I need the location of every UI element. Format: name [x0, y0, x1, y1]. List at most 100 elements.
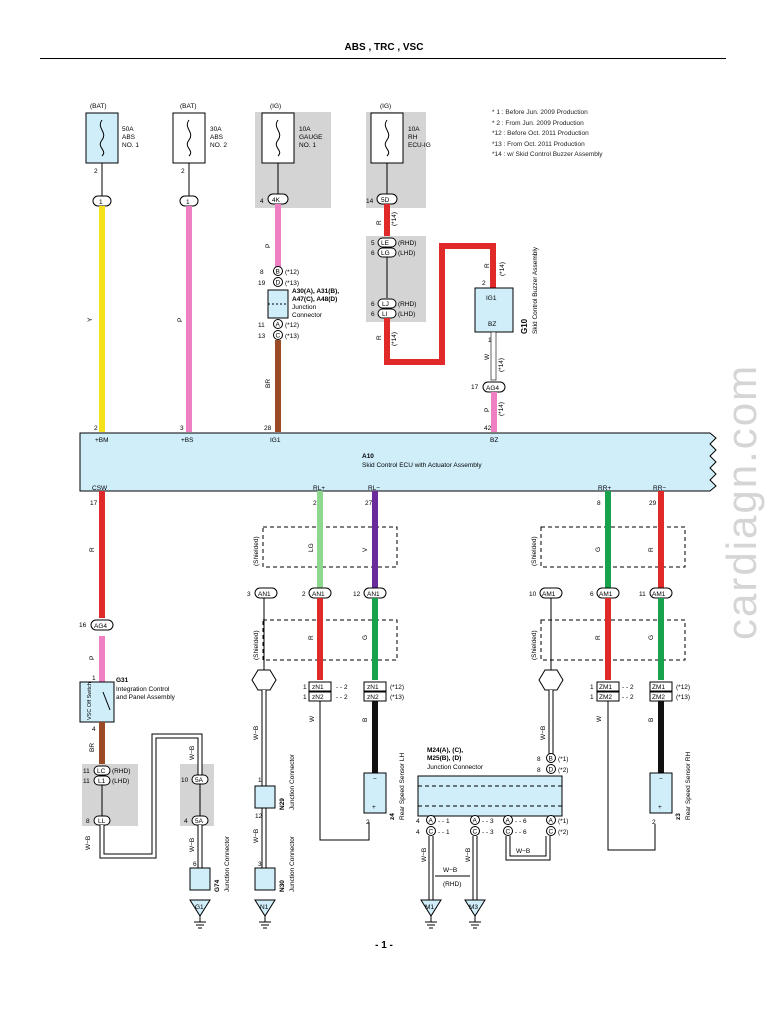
wire-color-label: P	[484, 408, 491, 412]
pin-number: 2	[181, 168, 185, 175]
ecu-a10: +BM +BS IG1 BZ A10 Skid Control ECU with…	[79, 432, 717, 492]
fuse-source: (BAT)	[90, 103, 107, 110]
component-id: N29	[279, 798, 286, 810]
pin-number: 12	[255, 813, 263, 820]
junction-id: A47(C), A48(D)	[292, 296, 337, 303]
wire-green	[605, 491, 611, 588]
wire-pink	[491, 392, 497, 432]
note-ref: (*13)	[390, 694, 404, 701]
connector-lj	[377, 298, 397, 309]
connector-label: LJ	[382, 301, 389, 308]
connector-label: AM1	[542, 591, 556, 598]
note-ref: (*12)	[285, 322, 299, 329]
switch-icon	[102, 691, 111, 711]
wire-color-label: R	[376, 220, 383, 225]
variant-label: (RHD)	[112, 768, 130, 775]
shield-box	[540, 619, 686, 661]
pin-number: 2	[482, 280, 486, 287]
component-id: z3	[675, 813, 682, 820]
connector-label: ZM1	[652, 684, 665, 691]
variant-label: (RHD)	[398, 240, 416, 247]
junction-pin	[503, 815, 513, 825]
production-notes: * 1 : Before Jun. 2009 Production * 2 : …	[492, 108, 603, 161]
pin-map: - - 3	[482, 829, 494, 836]
pin-number: 6	[193, 861, 197, 868]
pin-map: - - 1	[438, 818, 450, 825]
wire-light-green	[317, 491, 323, 588]
fuse-source: (BAT)	[180, 103, 197, 110]
pin-number: 17	[471, 384, 479, 391]
wire-color-label: W−B	[85, 836, 92, 850]
wire-white	[607, 701, 656, 851]
ground-m1	[420, 899, 442, 917]
ground-label: N1	[260, 904, 269, 911]
connector-label: A	[429, 818, 434, 825]
wire-red	[317, 598, 323, 680]
wire-color-label: BR	[265, 379, 272, 388]
pin-number: 3	[180, 425, 184, 432]
component-name: Junction Connector	[289, 753, 296, 810]
connector-label: AN1	[367, 591, 380, 598]
terminal-label: RL+	[313, 485, 325, 492]
note-line: *12 : Before Oct. 2011 Production	[492, 130, 589, 137]
shield-label: (Shielded)	[253, 630, 260, 660]
note-line: *13 : From Oct. 2011 Production	[492, 140, 585, 148]
shield-box	[262, 526, 398, 568]
terminal-label: −	[659, 776, 663, 783]
fuse-icon	[172, 112, 206, 164]
g31-panel: VSC Off Switch G31 Integration Control a…	[79, 677, 176, 723]
wire-color-label: W−B	[516, 848, 530, 855]
note-ref: (*14)	[391, 332, 398, 346]
fuse-gauge: (IG) 10A GAUGE NO. 1 4	[260, 103, 323, 205]
component-id: M25(B), (D)	[427, 755, 461, 762]
pin-map: - - 2	[622, 694, 634, 701]
note-ref: (*13)	[676, 694, 690, 701]
variant-label: (RHD)	[398, 301, 416, 308]
pin-number: 3	[247, 591, 251, 598]
terminal-label: +BS	[181, 437, 194, 444]
connector-label: C	[473, 829, 478, 836]
connector-label: LI	[382, 311, 388, 318]
wire-color-label: BR	[89, 743, 96, 752]
connector-label: A	[473, 818, 478, 825]
connector-label: LG	[381, 250, 390, 257]
component-name: Junction Connector	[427, 764, 484, 771]
wire-color-label: W	[484, 353, 491, 360]
wire-color-label: P	[89, 656, 96, 660]
wire-brown	[99, 722, 105, 764]
pin-number: 2	[652, 819, 656, 826]
terminal-label: IG1	[270, 437, 281, 444]
fuse-amp: 30A	[210, 126, 222, 133]
note-ref: (*14)	[498, 358, 505, 372]
connector-label: AN1	[312, 591, 325, 598]
terminal-label: RR−	[653, 485, 666, 492]
connector-label: AG4	[94, 623, 107, 630]
ground-n1	[254, 899, 276, 917]
pin-number: 3	[258, 861, 262, 868]
ground-label: M1	[425, 904, 434, 911]
fuse-abs1: (BAT) 50A ABS NO. 1 2	[85, 103, 139, 175]
note-ref: (*12)	[285, 269, 299, 276]
pin-number: 6	[590, 591, 594, 598]
pin-number: 17	[90, 500, 98, 507]
switch-label[interactable]: VSC Off Switch	[87, 682, 93, 720]
terminal-label: BZ	[488, 321, 496, 328]
wire-red	[605, 598, 611, 680]
fuse-name: GAUGE	[299, 134, 323, 141]
pin-number: 16	[79, 622, 87, 629]
junction-pin	[273, 330, 283, 340]
wire-color-label: G	[595, 547, 602, 552]
pin-number: 27	[365, 500, 373, 507]
fuse-rh-ecu-ig: (IG) 10A RH ECU-IG 14	[366, 103, 431, 205]
wire-black-b	[658, 701, 664, 773]
junction-id: A30(A), A31(B),	[292, 288, 339, 295]
fuse-element-icon	[99, 119, 105, 157]
pin-number: 1	[258, 777, 262, 784]
wire-color-label: B	[648, 718, 655, 722]
terminal-label: +BM	[95, 437, 109, 444]
wire-color-label: P	[177, 318, 184, 322]
connector-le	[377, 237, 397, 248]
fuse-name: NO. 1	[122, 142, 139, 149]
component-id: z4	[389, 813, 396, 820]
pin-number: 1	[303, 684, 307, 691]
